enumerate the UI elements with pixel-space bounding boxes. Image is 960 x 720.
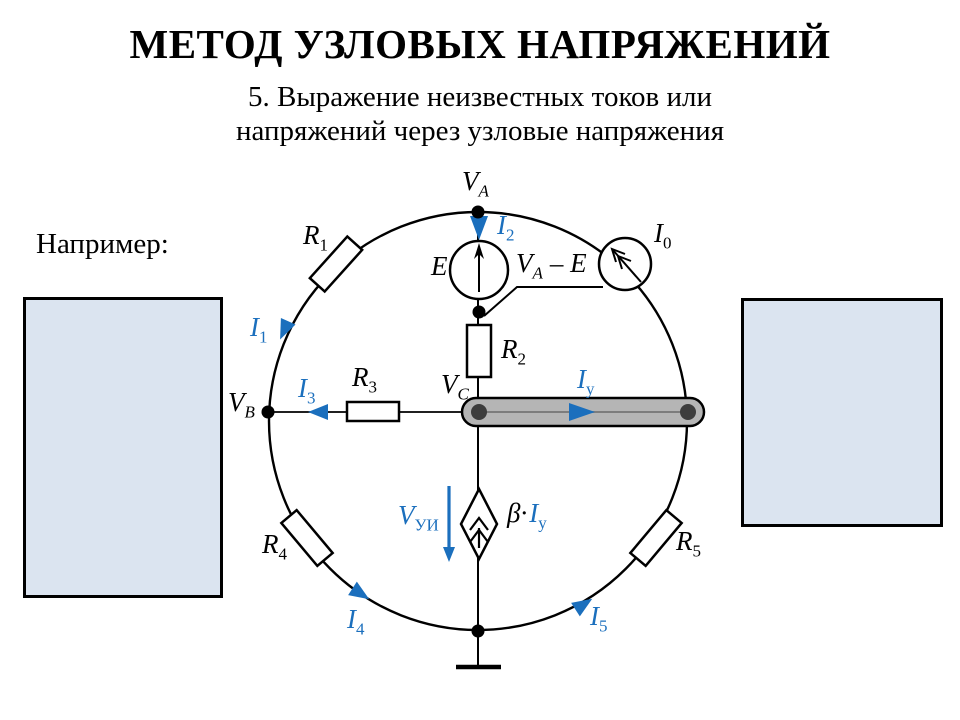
dependent-source-beta-iy — [459, 486, 499, 562]
node-vb — [261, 405, 275, 419]
resistor-r3 — [345, 400, 401, 423]
label-r5: R5 — [676, 526, 701, 561]
slide-subtitle: 5. Выражение неизвестных токов или напря… — [0, 80, 960, 148]
bar-node-left — [471, 404, 487, 420]
label-beta-iy: β·Iу — [507, 498, 547, 533]
label-i1: I1 — [250, 312, 268, 347]
bar-node-right — [680, 404, 696, 420]
voltage-arrow-vui — [443, 486, 455, 562]
highlight-bar — [460, 396, 706, 428]
label-i0: I0 — [654, 218, 672, 253]
label-i5: I5 — [590, 601, 608, 636]
current-arrow-i4 — [348, 581, 370, 600]
resistor-r4 — [279, 508, 335, 568]
label-i3: I3 — [298, 373, 316, 408]
current-arrows — [280, 216, 593, 617]
label-i2: I2 — [497, 210, 515, 245]
label-vc: VC — [441, 369, 469, 404]
current-arrow-iy — [569, 403, 595, 421]
left-placeholder-box — [23, 297, 223, 598]
node-va — [471, 205, 485, 219]
current-source-i0 — [597, 236, 653, 292]
example-label: Например: — [36, 228, 169, 260]
label-iy: Iу — [577, 364, 595, 399]
current-arrow-i3 — [308, 404, 328, 420]
label-r3: R3 — [352, 362, 377, 397]
resistor-r5 — [628, 508, 684, 568]
label-vb: VB — [228, 387, 255, 422]
label-e: E — [431, 251, 448, 281]
current-arrow-i2 — [470, 216, 488, 240]
label-vui: VУИ — [398, 500, 439, 535]
current-arrow-i5 — [571, 598, 593, 617]
current-arrow-i1 — [280, 318, 296, 340]
label-i4: I4 — [347, 604, 365, 639]
node-below-e — [472, 305, 486, 319]
label-r2: R2 — [501, 334, 526, 369]
label-va: VA — [462, 166, 489, 201]
circuit-nodes — [261, 205, 486, 638]
resistor-r2 — [465, 323, 493, 379]
subtitle-line-1: 5. Выражение неизвестных токов или — [247, 81, 713, 113]
voltage-source-e — [448, 239, 510, 301]
label-r1: R1 — [303, 220, 328, 255]
resistor-r1 — [308, 234, 364, 294]
right-placeholder-box — [741, 298, 943, 527]
slide-title: МЕТОД УЗЛОВЫХ НАПРЯЖЕНИЙ — [129, 21, 831, 67]
resistors — [279, 234, 684, 568]
label-va-minus-e: VA– E — [516, 248, 587, 283]
subtitle-line-2: напряжений через узловые напряжения — [235, 115, 725, 147]
label-r4: R4 — [262, 529, 287, 564]
node-bottom — [471, 624, 485, 638]
va-minus-e-callout-line — [483, 286, 603, 317]
